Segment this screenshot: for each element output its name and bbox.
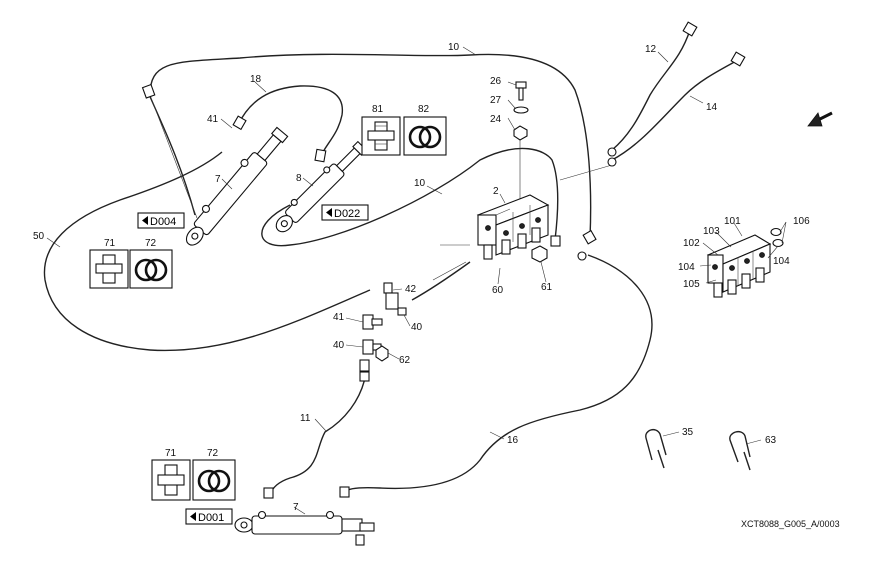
callout-81: 81: [372, 104, 384, 115]
callout-24: 24: [490, 114, 502, 125]
callout-101: 101: [724, 216, 741, 227]
callout-71-left: 71: [104, 238, 116, 249]
callout-104-right: 104: [773, 256, 790, 267]
callout-8: 8: [296, 173, 302, 184]
callout-16: 16: [507, 435, 519, 446]
leader-lines: [46, 46, 787, 515]
callout-103: 103: [703, 226, 720, 237]
callout-11: 11: [300, 413, 311, 424]
valve-block-2: [476, 194, 550, 260]
callout-7-bottom: 7: [293, 502, 299, 513]
callout-labels: 10 12 14 18 26 27 24 41 81 82 7 8 10 2 5…: [33, 42, 810, 513]
kit-box-72-bottom: [192, 459, 236, 501]
callout-7-upper: 7: [215, 174, 221, 185]
callout-50: 50: [33, 231, 45, 242]
callout-104-left: 104: [678, 262, 695, 273]
callout-42: 42: [405, 284, 417, 295]
hose-18: [237, 85, 344, 159]
hose-fittings: [141, 21, 746, 499]
callout-41-upper: 41: [207, 114, 219, 125]
callout-14: 14: [706, 102, 718, 113]
hose-10-upper: [149, 53, 592, 239]
hose-16: [344, 254, 653, 493]
cylinder-7-bottom: [234, 510, 375, 546]
hose-12: [611, 29, 691, 151]
ref-label-d001: D001: [198, 512, 224, 524]
clamp-35: [645, 428, 667, 469]
callout-35: 35: [682, 427, 694, 438]
kit-box-71-left: [89, 249, 129, 289]
cylinder-8: [275, 140, 368, 233]
callout-2: 2: [493, 186, 499, 197]
fitting-cluster: [359, 282, 407, 372]
ref-tag-d022: D022: [321, 204, 369, 221]
connection-lines: [149, 94, 613, 281]
bolt-stack: [513, 81, 529, 141]
callout-106: 106: [793, 216, 810, 227]
ref-tag-d004: D004: [137, 212, 185, 229]
valve-block-right: [706, 227, 784, 298]
kit-box-71-bottom: [151, 459, 191, 501]
hose-11: [269, 377, 366, 496]
kit-box-72-left: [129, 249, 173, 289]
fitting-61: [531, 245, 548, 263]
ref-label-d022: D022: [334, 208, 360, 220]
callout-60: 60: [492, 285, 504, 296]
callout-63: 63: [765, 435, 777, 446]
callout-12: 12: [645, 44, 657, 55]
hose-10-middle: [261, 147, 559, 247]
callout-102: 102: [683, 238, 700, 249]
kit-box-82: [403, 116, 447, 156]
callout-40-left: 40: [333, 340, 345, 351]
callout-82: 82: [418, 104, 430, 115]
callout-26: 26: [490, 76, 502, 87]
callout-72-left: 72: [145, 238, 157, 249]
ref-label-d004: D004: [150, 216, 176, 228]
kit-box-81: [361, 116, 401, 156]
drawing-reference-id: XCT8088_G005_A/0003: [741, 519, 840, 529]
callout-61: 61: [541, 282, 553, 293]
hose-14: [611, 59, 739, 161]
callout-71-bottom: 71: [165, 448, 177, 459]
callout-41-lower: 41: [333, 312, 345, 323]
callout-72-bottom: 72: [207, 448, 219, 459]
callout-27: 27: [490, 95, 502, 106]
hose-link: [411, 261, 471, 301]
callout-40-right: 40: [411, 322, 423, 333]
clamp-63: [729, 430, 751, 471]
callout-105: 105: [683, 279, 700, 290]
direction-arrow: [807, 111, 833, 127]
callout-62: 62: [399, 355, 411, 366]
callout-10-top: 10: [448, 42, 460, 53]
callout-10-middle: 10: [414, 178, 426, 189]
cylinder-7-upper: [185, 126, 289, 246]
callout-18: 18: [250, 74, 262, 85]
ref-tag-d001: D001: [185, 508, 233, 525]
